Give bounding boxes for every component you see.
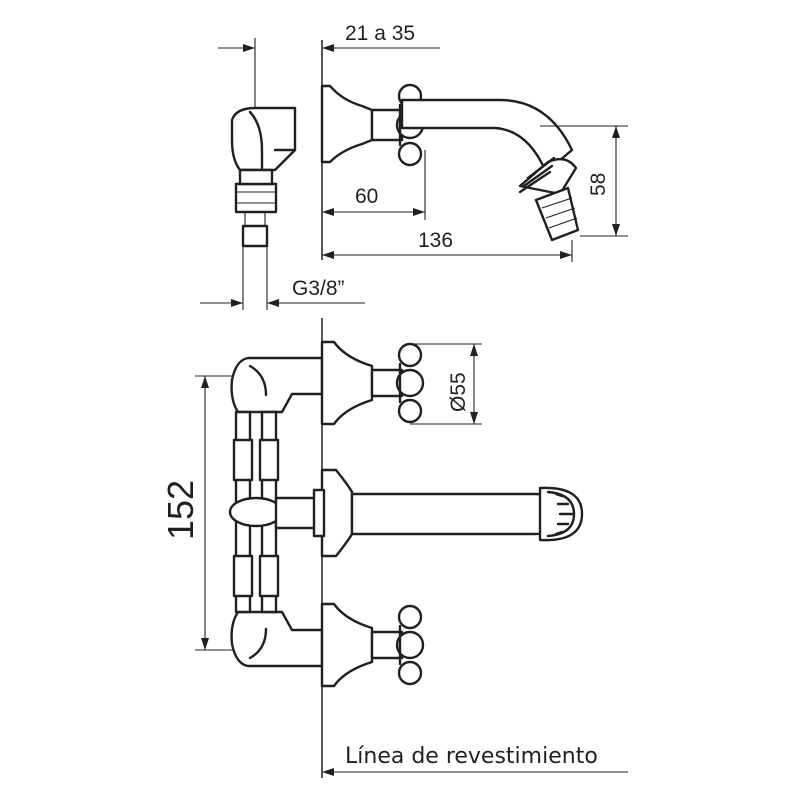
upper-escutcheon — [320, 340, 374, 426]
upper-handle-knob-center — [395, 368, 425, 398]
center-escutcheon — [320, 468, 354, 558]
dimension-inlet-thread: G3/8” — [200, 246, 365, 310]
wall-line-callout: Línea de revestimiento — [322, 744, 628, 776]
dimension-centers-label: 152 — [160, 480, 201, 540]
spout-side — [400, 98, 580, 242]
dimension-wall-range: 21 a 35 — [218, 22, 440, 110]
dimension-spout-reach-label: 136 — [418, 229, 453, 252]
upper-valve — [320, 340, 425, 426]
top-view: Ø55 152 — [160, 318, 628, 778]
wall-line-label: Línea de revestimiento — [345, 744, 598, 769]
dimension-centers: 152 — [160, 375, 245, 651]
lower-handle-knob-center — [395, 630, 425, 660]
dimension-handle-diameter-label: Ø55 — [447, 372, 470, 412]
lower-elbow — [230, 610, 324, 668]
lower-escutcheon — [320, 602, 374, 688]
lower-handle-knob-top — [397, 604, 423, 630]
upper-handle-knob-bottom — [397, 398, 423, 424]
dimension-handle-diameter: Ø55 — [410, 343, 482, 425]
dimension-inlet-thread-label: G3/8” — [292, 277, 345, 300]
inlet-elbow — [230, 106, 297, 248]
connecting-pipes — [228, 410, 324, 614]
upper-elbow — [230, 356, 324, 414]
lower-valve — [320, 602, 425, 688]
escutcheon-top — [320, 84, 374, 164]
center-collar — [312, 488, 326, 538]
dimension-spout-height-label: 58 — [587, 173, 610, 196]
upper-handle-knob-top — [397, 342, 423, 368]
dimension-spout-height: 58 — [540, 125, 628, 237]
dimension-wall-range-label: 21 a 35 — [345, 22, 415, 45]
dimension-handle-depth: 60 — [322, 150, 426, 220]
spout-top — [350, 486, 584, 542]
dimension-spout-reach: 136 — [322, 229, 573, 262]
dimension-handle-depth-label: 60 — [355, 185, 378, 208]
side-view: 21 a 35 G3/8” — [200, 22, 628, 310]
lower-handle-knob-bottom — [397, 660, 423, 686]
